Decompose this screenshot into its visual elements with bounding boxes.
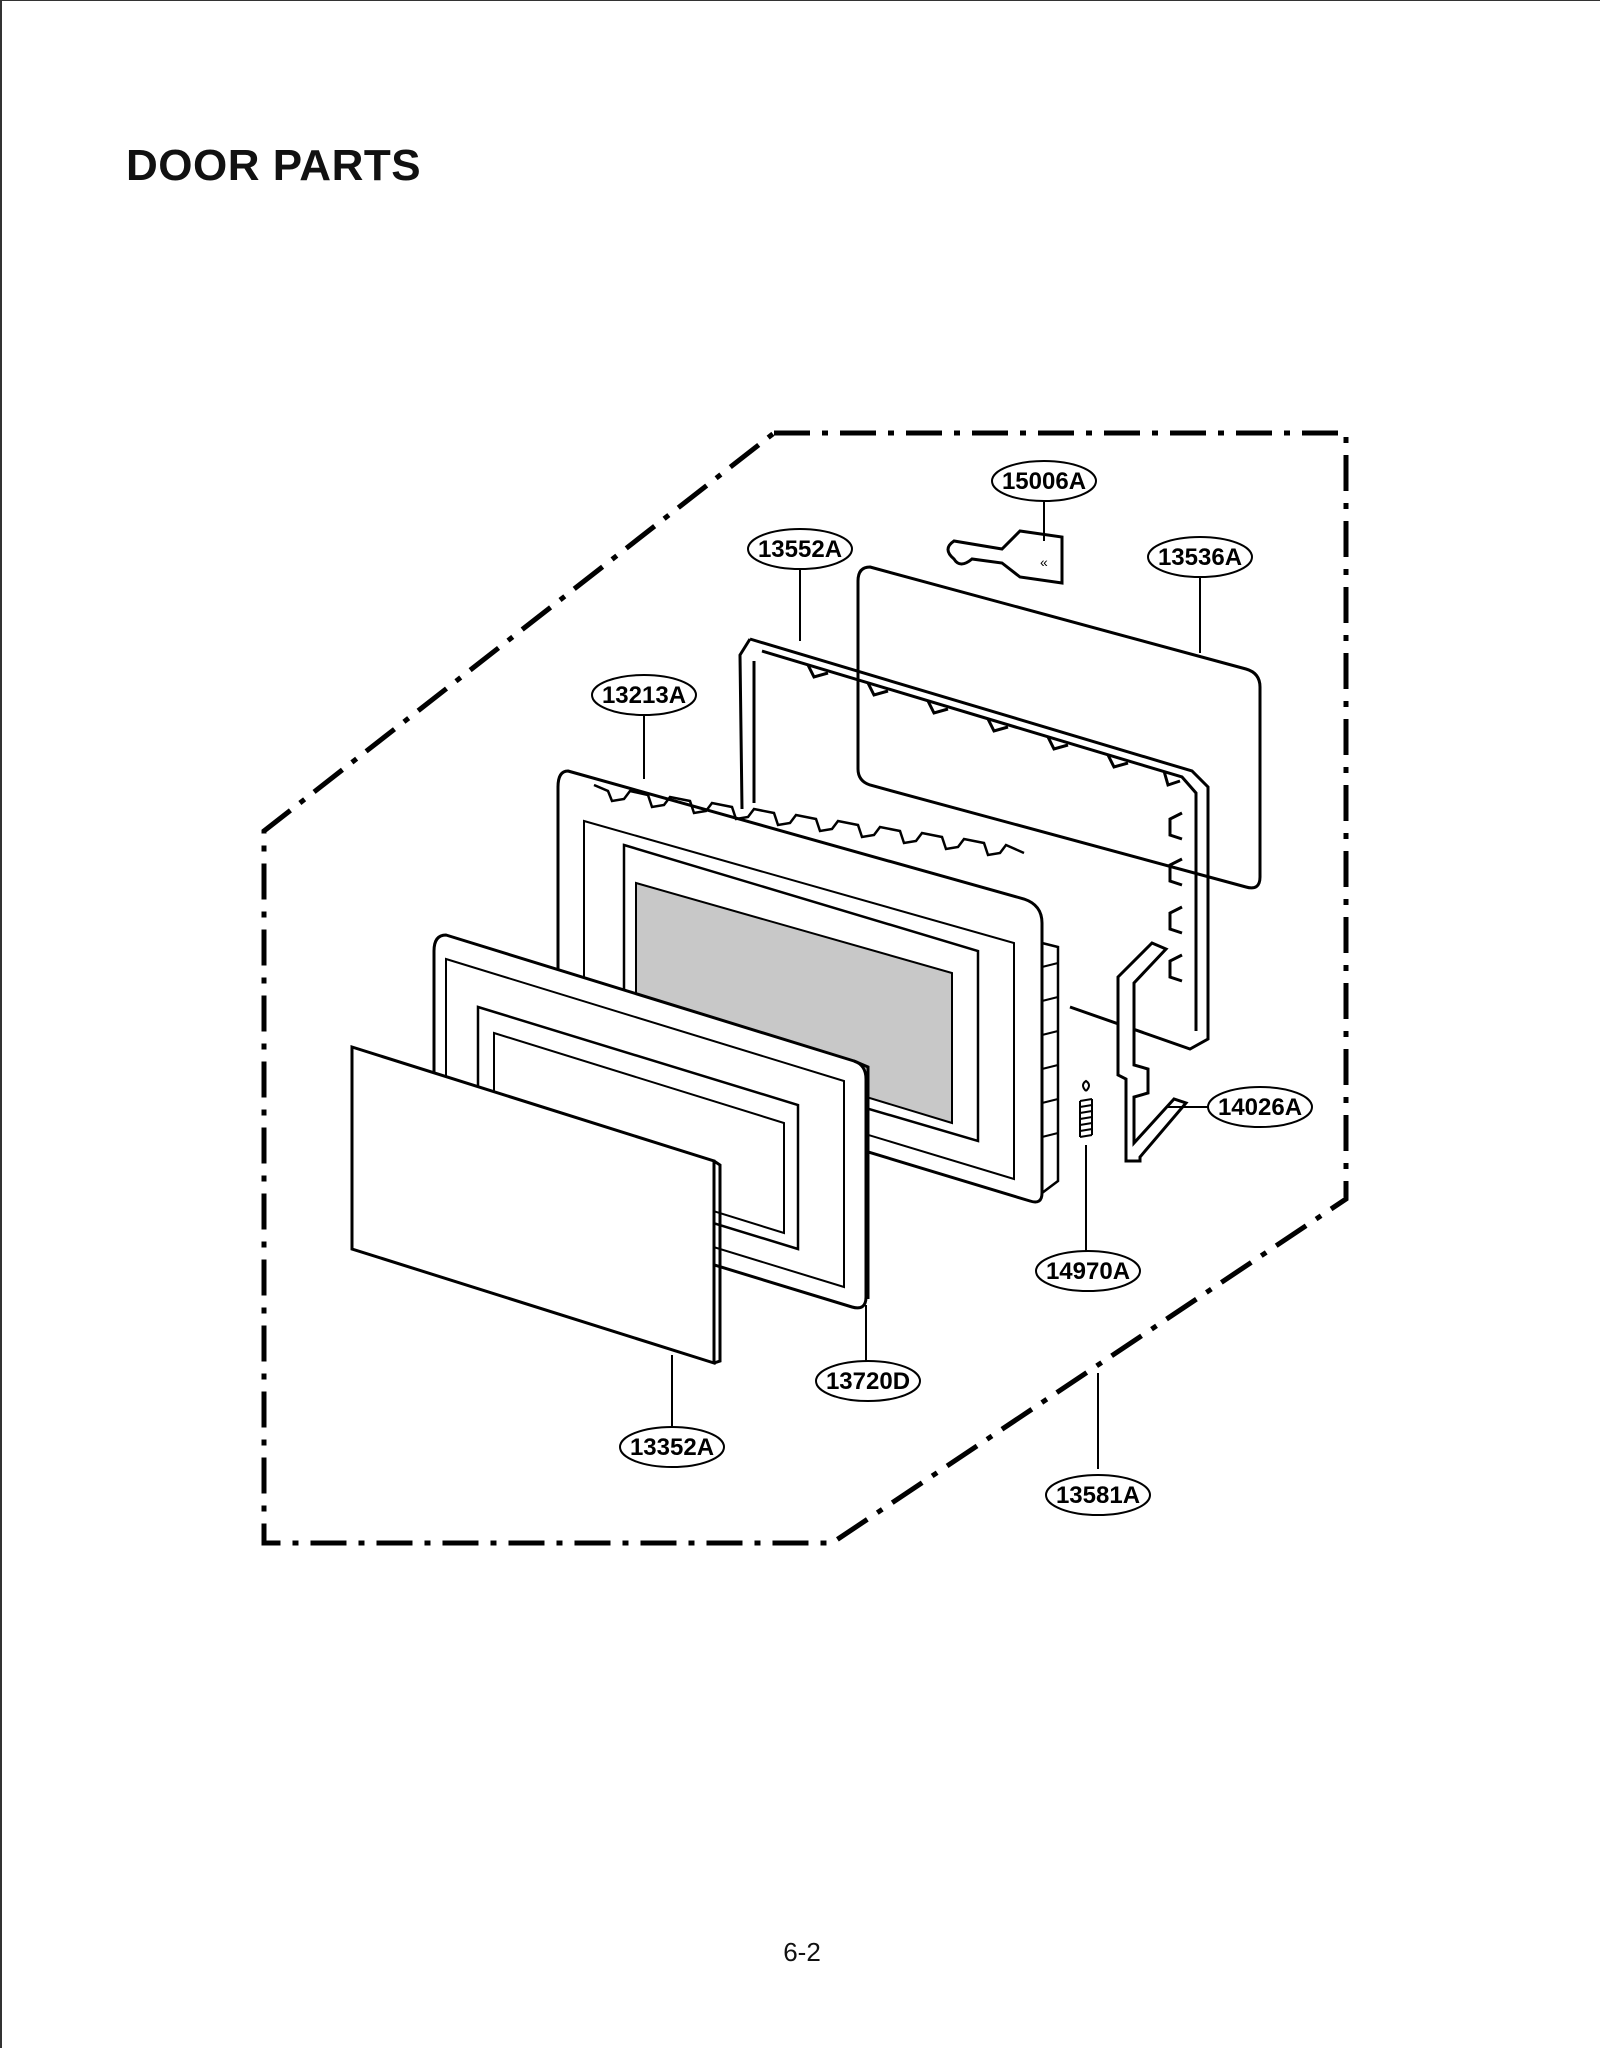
door-glass-part <box>350 1044 722 1366</box>
door-frame-part <box>556 769 1060 1204</box>
latch-lever-part <box>1116 941 1189 1163</box>
assembly-boundary <box>261 430 1349 1546</box>
page-number: 6-2 <box>783 1937 821 1967</box>
part-label-13720d: 13720D <box>826 1368 910 1395</box>
part-label-14970a: 14970A <box>1046 1258 1130 1285</box>
part-label-15006a: 15006A <box>1002 468 1086 495</box>
screen-cover-part <box>856 565 1262 890</box>
leader-lines <box>643 495 1216 1469</box>
page-title: DOOR PARTS <box>126 141 422 190</box>
door-choke-part <box>738 637 1210 1051</box>
callout-ellipses <box>591 460 1313 1516</box>
part-label-13536a: 13536A <box>1158 544 1242 571</box>
hinge-plate-part: « <box>946 529 1064 585</box>
part-label-13213a: 13213A <box>602 682 686 709</box>
svg-text:«: « <box>1040 554 1048 570</box>
part-label-13552a: 13552A <box>758 536 842 563</box>
latch-spring-part <box>1079 1079 1093 1138</box>
part-label-14026a: 14026A <box>1218 1094 1302 1121</box>
part-label-13352a: 13352A <box>630 1434 714 1461</box>
part-label-13581a: 13581A <box>1056 1482 1140 1509</box>
